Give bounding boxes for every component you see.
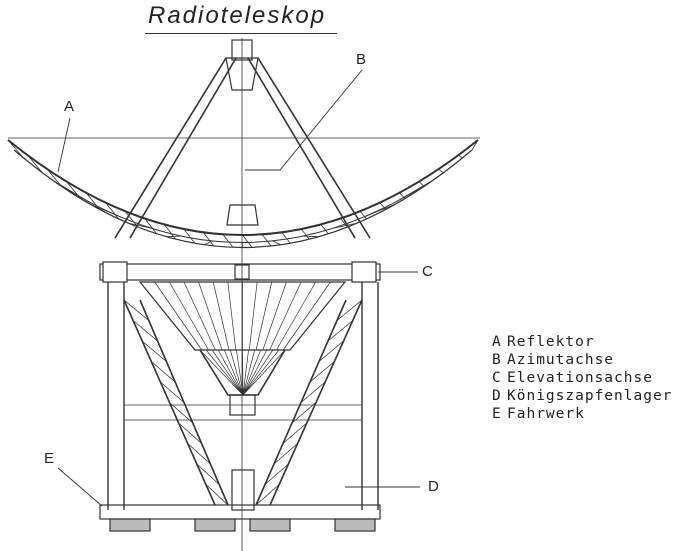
tower (107, 282, 379, 511)
legend-item: E Fahrwerk (492, 405, 672, 423)
legend-key: A (492, 334, 502, 350)
diagram-title: Radioteleskop (148, 2, 327, 29)
legend-key: C (492, 370, 502, 386)
title-underline (145, 33, 337, 34)
leader-lines (57, 69, 420, 507)
cone-structure (138, 281, 347, 416)
legend-item: A Reflektor (492, 333, 672, 351)
legend: A Reflektor B Azimutachse C Elevationsachse… (492, 333, 672, 423)
callout-A: A (64, 98, 75, 115)
legend-key: E (492, 406, 502, 422)
cone-ribs (139, 281, 346, 396)
callout-E: E (44, 450, 55, 467)
callout-C: C (422, 263, 433, 280)
legend-key: D (492, 388, 502, 404)
legend-item: B Azimutachse (492, 351, 672, 369)
dish-truss (7, 139, 479, 248)
legend-label: Fahrwerk (507, 406, 585, 422)
legend-item: C Elevationsachse (492, 369, 672, 387)
legend-key: B (492, 352, 502, 368)
legend-label: Reflektor (507, 334, 595, 350)
elevation-axis (99, 261, 381, 283)
reflector-dish (7, 139, 479, 249)
base-chassis (99, 504, 381, 532)
callout-B: B (356, 51, 367, 68)
legend-label: Königszapfenlager (507, 388, 673, 404)
feed-support-structure (114, 39, 371, 239)
legend-label: Azimutachse (507, 352, 615, 368)
legend-item: D Königszapfenlager (492, 387, 672, 405)
legend-label: Elevationsachse (507, 370, 653, 386)
tower-lattice (123, 299, 363, 506)
callout-D: D (428, 478, 439, 495)
